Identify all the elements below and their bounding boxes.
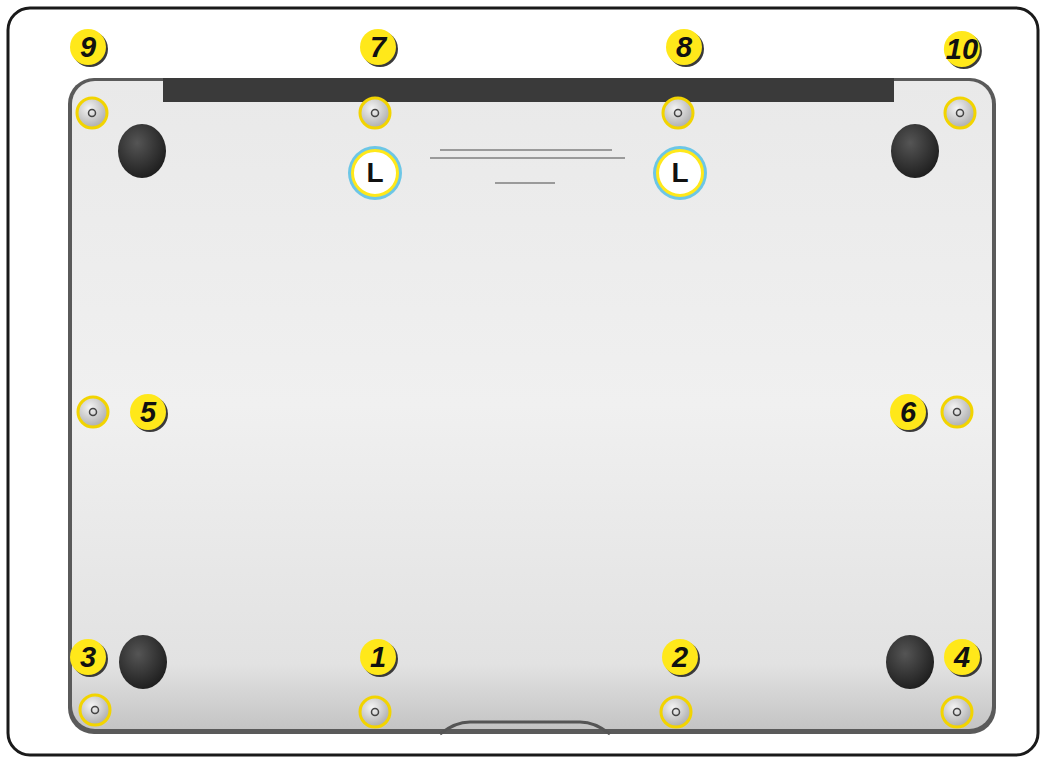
bottom-case — [72, 81, 992, 729]
callout-number: 3 — [70, 639, 106, 675]
callout-number: 9 — [70, 29, 106, 65]
callout-number: 7 — [360, 29, 396, 65]
screw-length-badge: L — [656, 149, 704, 197]
regulatory-print — [430, 150, 625, 183]
callout-number: 1 — [360, 639, 396, 675]
screws — [77, 98, 975, 727]
callout-number: 8 — [666, 29, 702, 65]
hinge — [163, 78, 894, 102]
callout-number: 10 — [944, 31, 980, 67]
callout-number: 6 — [890, 394, 926, 430]
case-edge — [68, 78, 996, 734]
callout-number: 4 — [944, 639, 980, 675]
rubber-feet — [118, 124, 939, 689]
screw-heads — [89, 110, 964, 716]
callout-number: 5 — [130, 394, 166, 430]
callout-number: 2 — [662, 639, 698, 675]
screw-length-badge: L — [351, 149, 399, 197]
frame — [8, 8, 1038, 755]
opening-notch — [440, 722, 610, 734]
